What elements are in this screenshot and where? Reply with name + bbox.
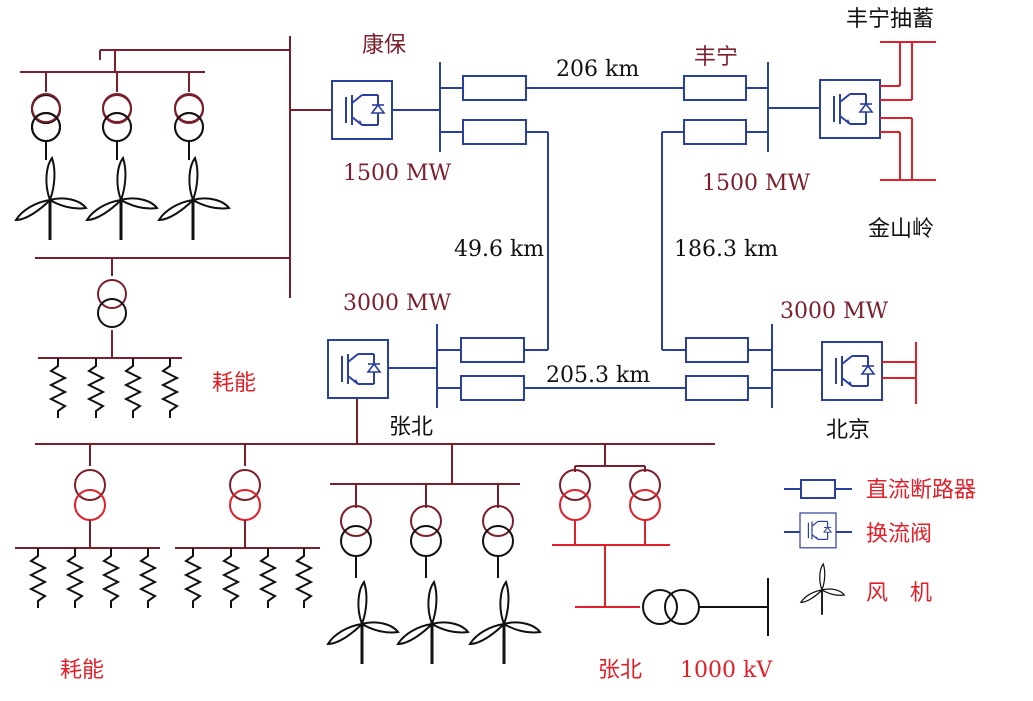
label-jinshanling: 金山岭 [868, 217, 934, 242]
beijing-ac [882, 342, 917, 404]
fengning-ac [880, 41, 936, 181]
consume-transformer [97, 279, 127, 328]
legend-converter-icon [784, 512, 852, 549]
dc-breakers [460, 75, 749, 401]
label-consume-2: 耗能 [60, 658, 104, 683]
line-kangbao-fengning: 206 km [556, 57, 639, 82]
dc-breaker [460, 375, 525, 401]
label-beijing: 北京 [826, 418, 870, 443]
dc-breaker [685, 337, 749, 363]
capacity-fengning: 1500 MW [702, 171, 811, 196]
lower-resistors [30, 547, 312, 609]
converter-kangbao [331, 80, 393, 140]
upper-wind-turbines [14, 156, 231, 242]
capacity-beijing: 3000 MW [780, 299, 889, 324]
wind-turbine-icon [326, 580, 400, 666]
converters [327, 79, 883, 401]
converter-fengning [819, 79, 881, 139]
uhv-group [552, 465, 769, 636]
converter-beijing [821, 341, 883, 401]
label-zhangbei: 张北 [389, 415, 433, 440]
dc-breaker [460, 337, 525, 363]
dc-breaker [683, 75, 747, 101]
label-consume-1: 耗能 [212, 371, 256, 396]
legend-turbine-label: 风 机 [866, 581, 932, 606]
wind-turbine-icon [468, 580, 542, 666]
legend-converter-label: 换流阀 [866, 522, 932, 547]
legend [784, 479, 852, 616]
upper-transformers [31, 93, 204, 160]
line-fengning-beijing: 186.3 km [674, 237, 778, 262]
legend-breaker-icon [784, 479, 852, 499]
upper-resistors [50, 357, 178, 419]
wind-turbine-icon [14, 156, 88, 242]
wind-turbine-icon [396, 580, 470, 666]
converter-zhangbei [327, 339, 389, 399]
label-fengning-pumped: 丰宁抽蓄 [846, 7, 934, 32]
dc-breaker [462, 119, 527, 145]
line-zhangbei-beijing: 205.3 km [546, 363, 650, 388]
lower-left-transformers [15, 469, 320, 549]
dc-breaker [462, 75, 527, 101]
dc-breaker [685, 375, 749, 401]
lower-wind-group [340, 484, 514, 578]
wind-turbine-icon [85, 156, 159, 242]
wind-turbine-icon [157, 156, 231, 242]
capacity-kangbao: 1500 MW [343, 161, 452, 186]
capacity-zhangbei: 3000 MW [343, 291, 452, 316]
dc-network [388, 62, 822, 408]
legend-breaker-label: 直流断路器 [866, 478, 976, 503]
label-1000kv: 1000 kV [680, 658, 773, 683]
label-fengning: 丰宁 [694, 45, 738, 70]
lower-wind-turbines [326, 580, 542, 666]
dc-breaker [683, 119, 747, 145]
label-kangbao: 康保 [362, 33, 406, 58]
legend-turbine-icon [799, 563, 846, 616]
line-kangbao-zhangbei: 49.6 km [454, 237, 544, 262]
label-zhangbei-1000kv: 张北 [598, 658, 642, 683]
